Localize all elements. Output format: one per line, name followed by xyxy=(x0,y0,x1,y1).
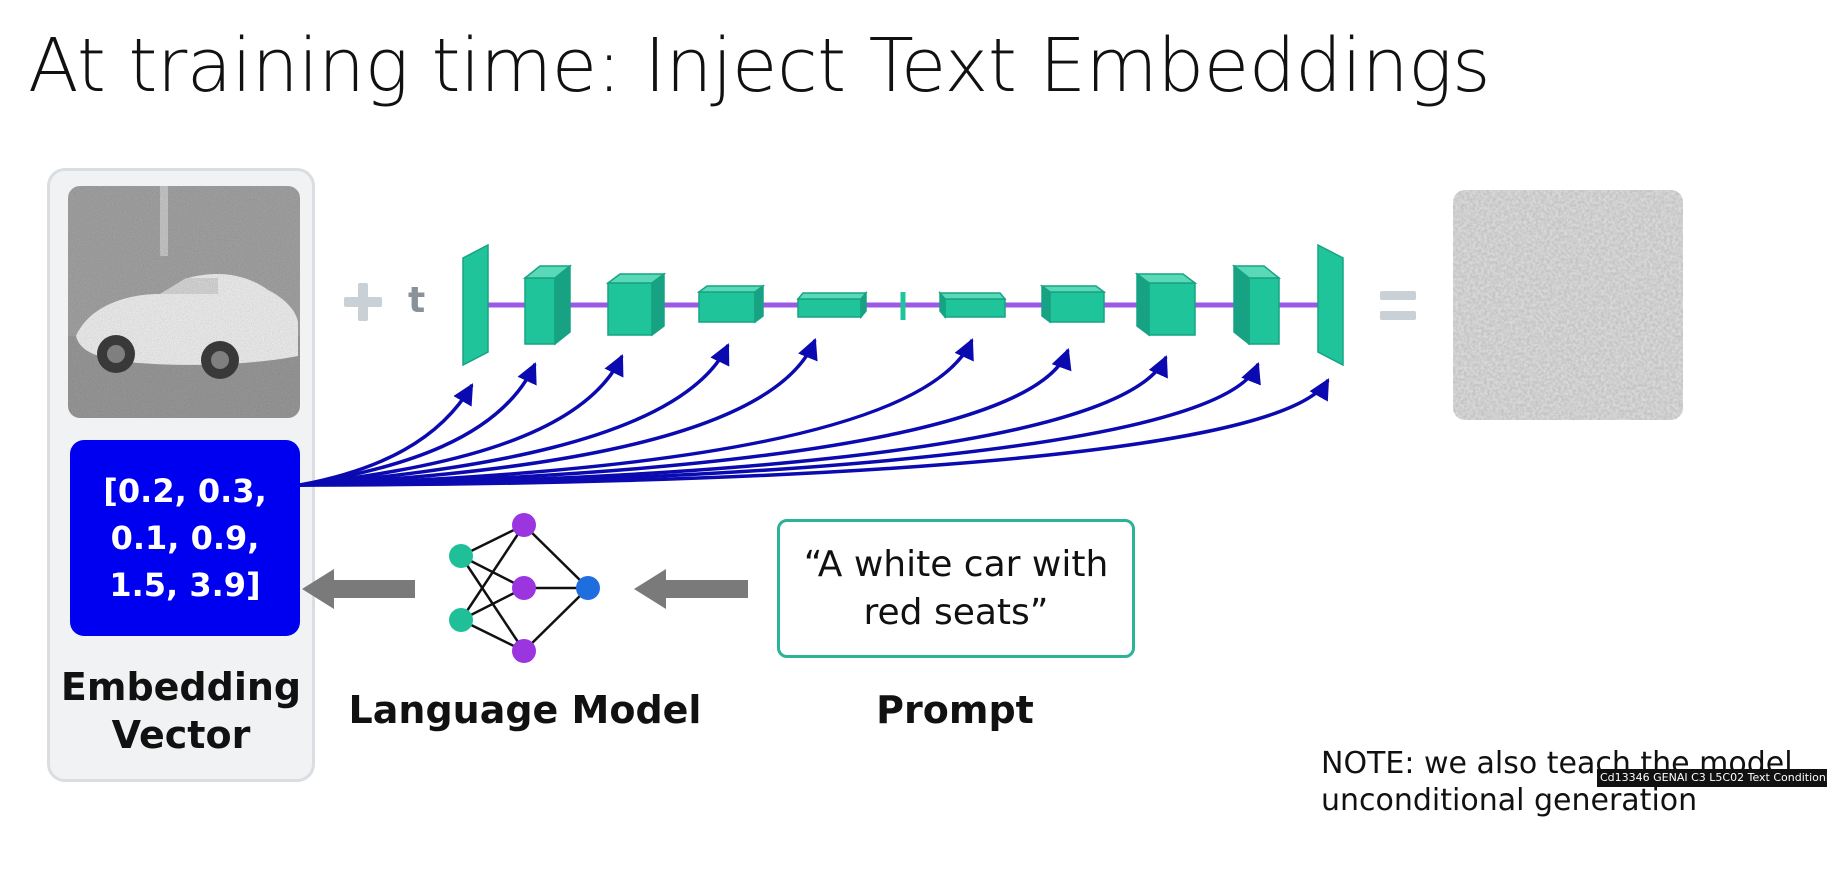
neural-network-icon xyxy=(449,513,600,663)
conditioning-arrow xyxy=(299,338,818,487)
prompt-line: red seats” xyxy=(863,591,1049,633)
unet-block xyxy=(1231,264,1282,346)
unet-block xyxy=(605,272,667,337)
prompt-line: “A white car with xyxy=(803,543,1109,585)
conditioning-arrow xyxy=(299,362,537,487)
note-line: unconditional generation xyxy=(1321,783,1698,818)
embedding-line: [0.2, 0.3, xyxy=(103,471,267,510)
left-arrow-icon xyxy=(634,569,748,609)
unet-block xyxy=(522,264,573,346)
embedding-vector-label: Embedding Vector xyxy=(47,663,315,759)
prompt-box: “A white car with red seats” xyxy=(777,519,1135,658)
conditioning-arrow xyxy=(299,378,1330,487)
unet-block xyxy=(1317,243,1344,367)
conditioning-arrow xyxy=(299,343,730,487)
equals-icon xyxy=(1380,291,1416,321)
embedding-vector-box: [0.2, 0.3, 0.1, 0.9, 1.5, 3.9] xyxy=(70,440,300,636)
unet-block xyxy=(1039,284,1107,324)
video-overlay-tag: Cd13346 GENAI C3 L5C02 Text Conditioning xyxy=(1597,769,1827,787)
timestep-label: t xyxy=(408,280,426,321)
left-arrow-icon xyxy=(302,569,415,609)
page-title: At training time: Inject Text Embeddings xyxy=(28,23,1491,109)
plus-icon xyxy=(344,283,382,321)
unet-block xyxy=(696,284,766,324)
unet-block xyxy=(796,290,868,320)
prompt-label: Prompt xyxy=(876,688,1034,732)
language-model-label: Language Model xyxy=(348,688,702,732)
embedding-line: 0.1, 0.9, xyxy=(110,518,260,557)
unet-block xyxy=(938,290,1007,320)
unet-block xyxy=(462,243,489,367)
embedding-caption-text: Embedding Vector xyxy=(60,665,302,757)
conditioning-arrow xyxy=(299,354,624,487)
noisy-car-image xyxy=(68,186,300,418)
unet-block xyxy=(1134,272,1198,337)
noise-image xyxy=(1453,190,1683,420)
embedding-line: 1.5, 3.9] xyxy=(109,565,261,604)
